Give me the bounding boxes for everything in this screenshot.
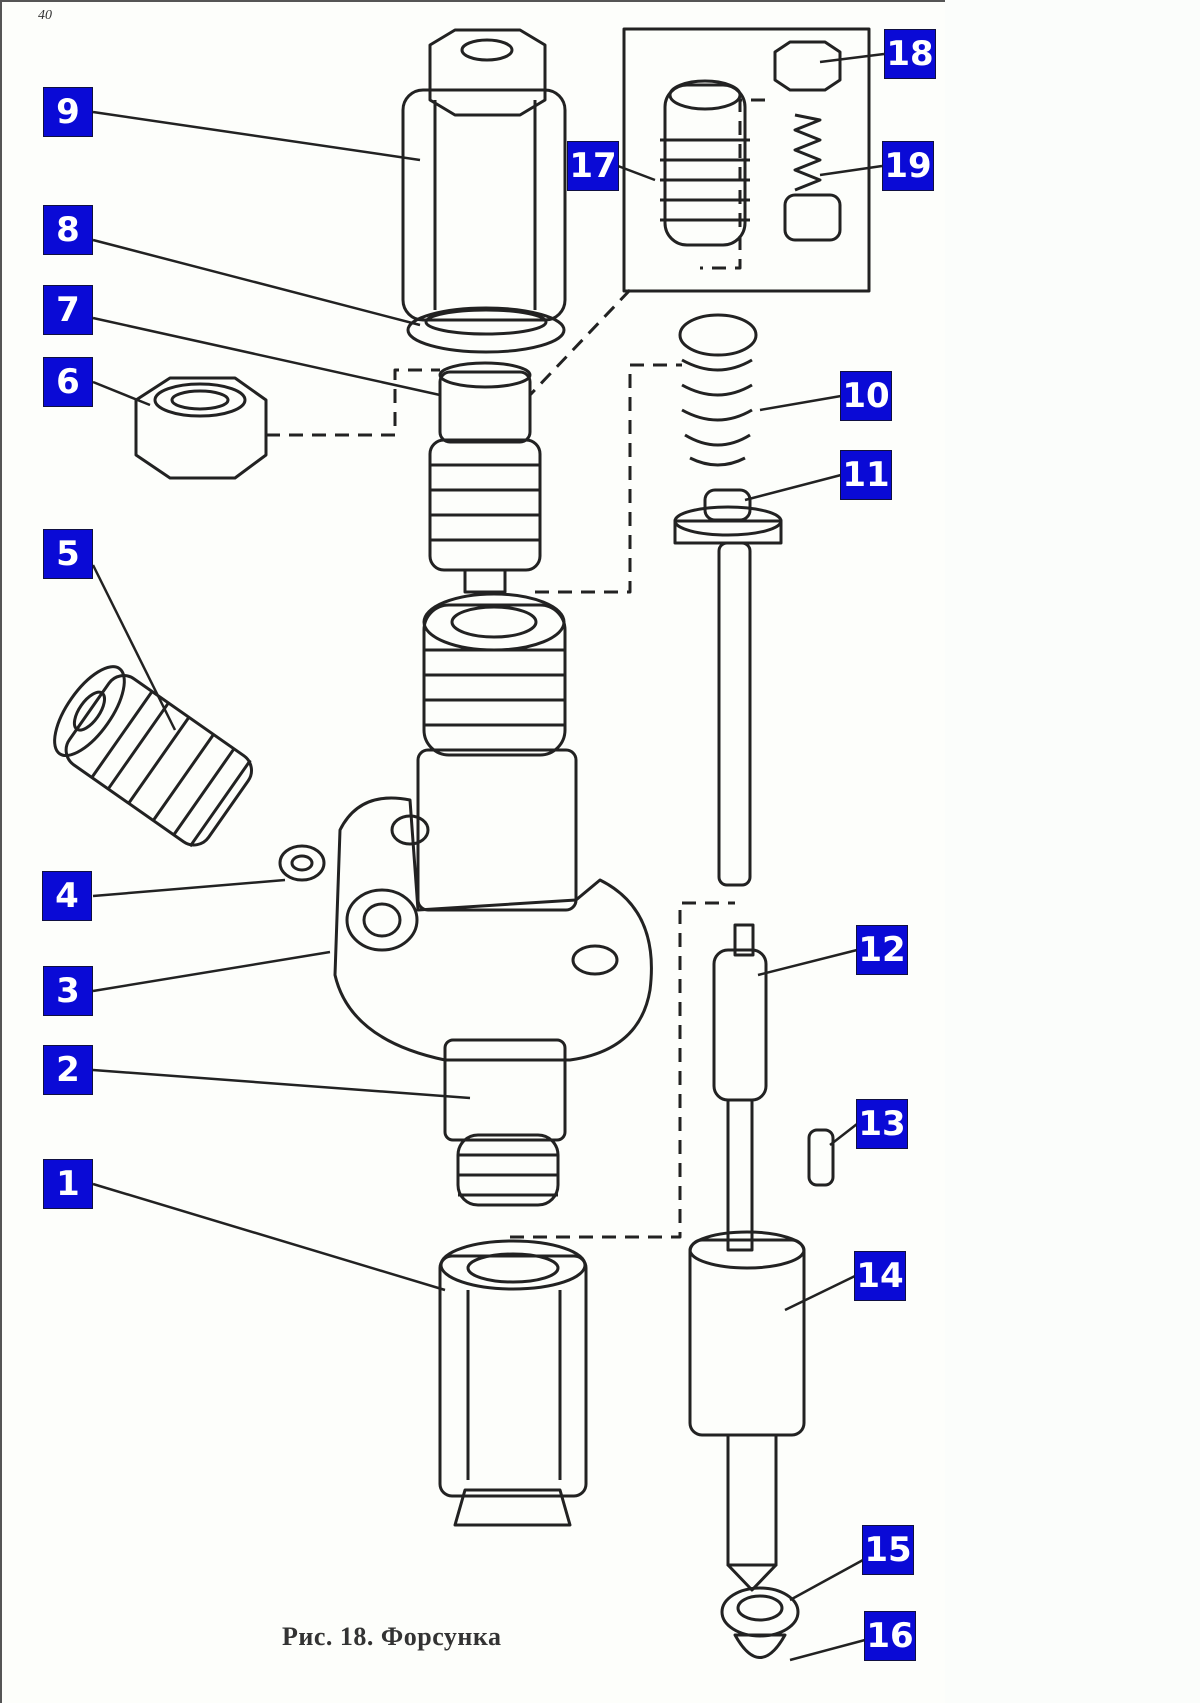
part-11-rod [673, 488, 783, 887]
callout-16[interactable]: 16 [864, 1611, 916, 1661]
part-14-nozzle [688, 1230, 806, 1592]
part-10-spring [678, 313, 758, 467]
part-1-cap-nut [438, 1239, 588, 1527]
part-8-washer [406, 306, 566, 354]
part-18-nut [773, 40, 842, 92]
callout-4[interactable]: 4 [42, 871, 92, 921]
callout-19[interactable]: 19 [882, 141, 934, 191]
callout-1[interactable]: 1 [43, 1159, 93, 1209]
part-2-body [333, 592, 653, 1207]
callout-17[interactable]: 17 [567, 141, 619, 191]
leader-lines [91, 52, 885, 1662]
corner-page-mark: 40 [38, 8, 52, 23]
callout-15[interactable]: 15 [862, 1525, 914, 1575]
callout-2[interactable]: 2 [43, 1045, 93, 1095]
part-16-sprayer [733, 1633, 787, 1659]
callout-13[interactable]: 13 [856, 1099, 908, 1149]
callout-5[interactable]: 5 [43, 529, 93, 579]
part-7-valve-stem [428, 361, 542, 594]
callout-8[interactable]: 8 [43, 205, 93, 255]
part-17-valve-body [660, 79, 750, 247]
part-19-valve-spring [783, 113, 842, 242]
callout-12[interactable]: 12 [856, 925, 908, 975]
part-13-pin [807, 1128, 835, 1187]
callout-9[interactable]: 9 [43, 87, 93, 137]
part-4-washer [278, 844, 326, 882]
callout-11[interactable]: 11 [840, 450, 892, 500]
assembly-dashed-lines [266, 98, 765, 1239]
part-12-needle [712, 923, 768, 1252]
part-15-washer [720, 1586, 800, 1638]
figure-caption: Рис. 18. Форсунка [282, 1622, 502, 1651]
part-3-inlet-washer [345, 888, 419, 952]
callout-7[interactable]: 7 [43, 285, 93, 335]
part-5-fitting [53, 665, 253, 848]
callout-14[interactable]: 14 [854, 1251, 906, 1301]
callout-6[interactable]: 6 [43, 357, 93, 407]
part-9-cap-nut [401, 28, 567, 322]
callout-18[interactable]: 18 [884, 29, 936, 79]
callout-3[interactable]: 3 [43, 966, 93, 1016]
callout-10[interactable]: 10 [840, 371, 892, 421]
blank-margin [945, 0, 1200, 1703]
inset-box-17-19 [622, 27, 871, 293]
part-6-nut [134, 376, 268, 480]
